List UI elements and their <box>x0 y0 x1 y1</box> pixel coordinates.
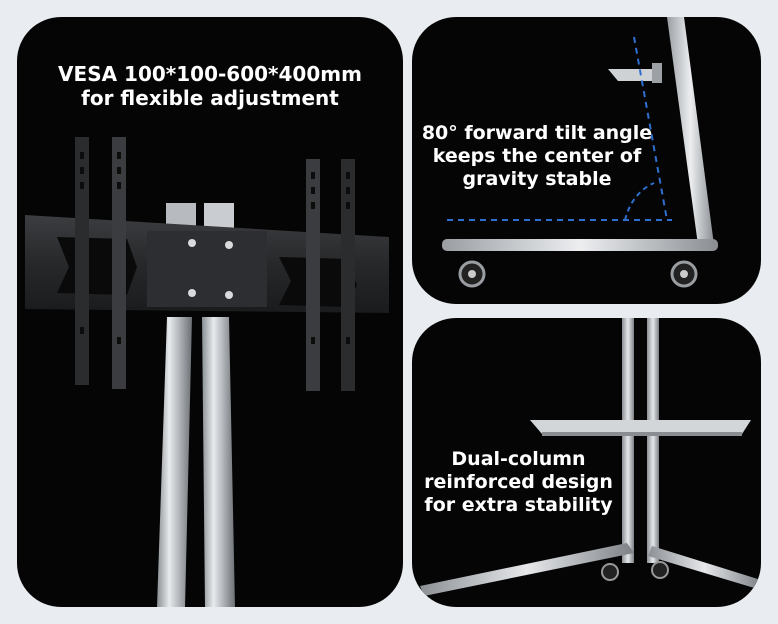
dual-column-caption: Dual-column reinforced design for extra … <box>412 448 625 518</box>
right-pole <box>202 317 235 607</box>
vertical-arm <box>112 137 126 389</box>
angle-arc <box>624 182 655 221</box>
dual-column-caption-line: Dual-column <box>451 448 586 470</box>
side-shelf <box>608 69 660 81</box>
shelf <box>530 420 751 434</box>
dual-column-illustration <box>420 318 761 596</box>
tilt-line <box>633 36 668 221</box>
column <box>647 318 659 563</box>
vertical-arm <box>75 137 89 385</box>
vesa-caption: VESA 100*100-600*400mm for flexible adju… <box>17 62 403 111</box>
wheel <box>651 561 669 579</box>
base-bar <box>442 239 718 251</box>
vesa-caption-line: for flexible adjustment <box>81 86 339 111</box>
dual-column-panel: Dual-column reinforced design for extra … <box>412 318 761 607</box>
base-leg <box>648 546 761 590</box>
left-pole <box>157 317 192 607</box>
tilt-caption-line: 80° forward tilt angle <box>421 122 653 144</box>
tilt-caption-line: keeps the center of <box>432 145 642 168</box>
vesa-mount-panel: VESA 100*100-600*400mm for flexible adju… <box>17 17 403 607</box>
vesa-caption-line: VESA 100*100-600*400mm <box>58 62 362 86</box>
base-leg <box>420 543 634 596</box>
vesa-mount-illustration <box>25 137 389 607</box>
wheel <box>601 563 619 581</box>
vertical-arm <box>306 159 320 391</box>
tilt-angle-illustration <box>442 17 718 288</box>
column <box>622 318 634 563</box>
tilt-angle-panel: 80° forward tilt angle keeps the center … <box>412 17 761 304</box>
tilt-caption: 80° forward tilt angle keeps the center … <box>412 122 662 192</box>
dual-column-caption-line: reinforced design <box>424 471 613 494</box>
dual-column-caption-line: for extra stability <box>424 494 613 517</box>
tilted-column <box>667 17 714 245</box>
tilt-caption-line: gravity stable <box>462 168 612 191</box>
vertical-arm <box>341 159 355 391</box>
